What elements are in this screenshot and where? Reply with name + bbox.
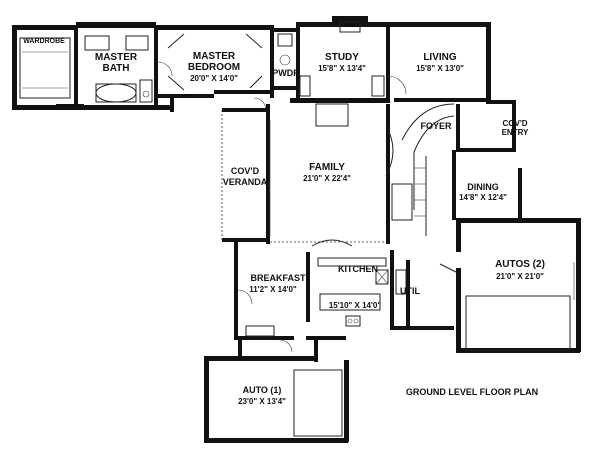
util-label: UTIL	[400, 286, 420, 296]
master-wing-fixtures	[19, 33, 267, 111]
breakfast-dims: 11'2" X 14'0"	[249, 285, 297, 294]
master-bedroom-dims: 20'0" X 14'0"	[190, 74, 238, 83]
study-dims: 15'8" X 13'4"	[318, 64, 366, 73]
autos-2-label: AUTOS (2)	[495, 259, 545, 270]
master-wing-walls	[12, 22, 274, 112]
kitchen-dims: 15'10" X 14'0"	[329, 301, 382, 310]
covd-entry-label-line2: ENTRY	[502, 128, 529, 137]
breakfast-label: BREAKFAST	[250, 273, 306, 283]
foyer-label: FOYER	[420, 121, 452, 131]
dining-label: DINING	[467, 182, 499, 192]
pwdr-label: PWDR	[272, 68, 300, 78]
family-walls	[221, 104, 390, 244]
covd-veranda-label-line1: COV'D	[231, 166, 260, 176]
study-label: STUDY	[325, 52, 359, 63]
auto-1-label: AUTO (1)	[243, 385, 282, 395]
master-bath-label-line1: MASTER	[95, 52, 138, 63]
covd-veranda-label-line2: VERANDA	[223, 177, 268, 187]
plan-title: GROUND LEVEL FLOOR PLAN	[406, 387, 538, 397]
master-bath-label-line2: BATH	[102, 63, 129, 74]
living-label: LIVING	[423, 52, 457, 63]
dining-dims: 14'8" X 12'4"	[459, 193, 507, 202]
master-bedroom-label-line2: BEDROOM	[188, 62, 240, 73]
kitchen-label: KITCHEN	[338, 264, 378, 274]
family-dims: 21'0" X 22'4"	[303, 174, 351, 183]
kitchen-walls	[234, 242, 454, 340]
stair	[391, 103, 455, 236]
living-dims: 15'8" X 13'0"	[416, 64, 464, 73]
family-label: FAMILY	[309, 162, 345, 173]
room-labels: WARDROBE MASTER BATH MASTER BEDROOM 20'0…	[23, 38, 545, 406]
study-living-walls	[274, 16, 491, 103]
wardrobe-label: WARDROBE	[23, 38, 65, 45]
kitchen-fixtures	[237, 257, 407, 337]
study-living-fixtures	[277, 21, 407, 97]
auto-1-dims: 23'0" X 13'4"	[238, 397, 286, 406]
covd-entry-label-line1: COV'D	[502, 119, 527, 128]
family-fixtures	[269, 103, 394, 247]
garage-2-walls	[439, 218, 581, 353]
autos-2-dims: 21'0" X 21'0"	[496, 272, 544, 281]
master-bedroom-label-line1: MASTER	[193, 51, 236, 62]
garage-1-walls	[204, 339, 349, 443]
